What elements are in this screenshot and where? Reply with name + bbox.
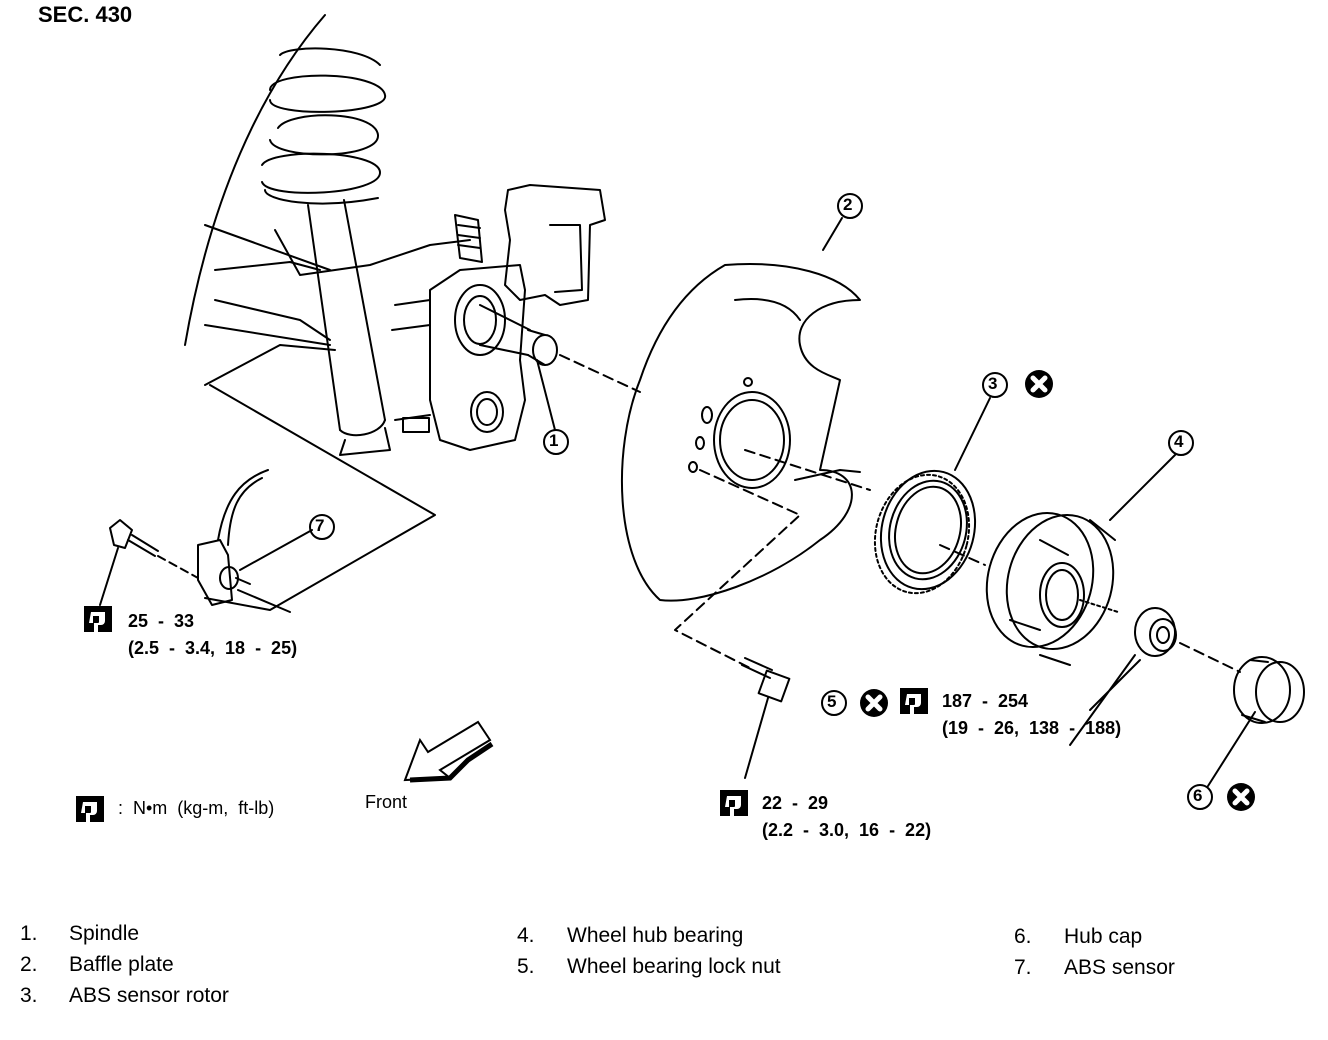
- callout-circle-1: [543, 429, 569, 455]
- torque-baffle-bolt-line1: 22 - 29: [762, 793, 829, 813]
- legend-name: Wheel bearing lock nut: [567, 955, 781, 978]
- section-label: SEC. 430: [38, 2, 133, 27]
- steering-knuckle: [391, 264, 526, 451]
- callout-7: 7: [315, 516, 325, 535]
- front-label: Front: [365, 792, 408, 812]
- legend-name: Hub cap: [1064, 925, 1143, 948]
- legend-num: 2.: [20, 953, 38, 976]
- coil-spring: [261, 47, 386, 205]
- legend-num: 7.: [1014, 956, 1032, 979]
- wheel-hub-bearing: [985, 511, 1116, 666]
- legend-name: Spindle: [69, 922, 140, 945]
- hub-cap: [1233, 656, 1305, 724]
- torque-wrench-icon: [84, 606, 112, 632]
- legend-name: ABS sensor: [1064, 956, 1175, 979]
- fender-outline: [184, 14, 326, 346]
- legend-num: 3.: [20, 984, 38, 1007]
- do-not-reuse-icon: [1025, 370, 1053, 398]
- legend-num: 4.: [517, 924, 535, 947]
- legend-name: ABS sensor rotor: [69, 984, 229, 1007]
- callout-circle-6: [1187, 784, 1213, 810]
- wheel-bearing-lock-nut: [1134, 607, 1177, 657]
- callout-3: 3: [988, 374, 998, 393]
- do-not-reuse-icon: [1227, 783, 1255, 811]
- callout-circle-7: [309, 514, 335, 540]
- callout-circle-5: [821, 690, 847, 716]
- spindle-shaft: [479, 304, 558, 366]
- torque-abs-sensor-line2: (2.5 - 3.4, 18 - 25): [128, 638, 298, 658]
- do-not-reuse-icon: [860, 689, 888, 717]
- brake-caliper: [454, 184, 606, 306]
- callout-2: 2: [843, 195, 853, 214]
- abs-sensor: [197, 539, 251, 606]
- torque-wrench-icon: [900, 688, 928, 714]
- torque-wrench-icon: [76, 796, 104, 822]
- legend-num: 5.: [517, 955, 535, 978]
- front-arrow-icon: [403, 720, 494, 783]
- torque-abs-sensor-line1: 25 - 33: [128, 611, 195, 631]
- baffle-plate-bolt: [741, 657, 791, 703]
- abs-sensor-rotor: [873, 469, 977, 595]
- callout-6: 6: [1193, 786, 1203, 805]
- legend-name: Baffle plate: [69, 953, 174, 976]
- strut: [307, 199, 391, 456]
- callout-circle-2: [837, 193, 863, 219]
- legend-num: 6.: [1014, 925, 1032, 948]
- callout-circle-4: [1168, 430, 1194, 456]
- leader-lines: [99, 217, 1256, 787]
- legend-num: 1.: [20, 922, 38, 945]
- torque-wrench-icon: [720, 790, 748, 816]
- torque-baffle-bolt-line2: (2.2 - 3.0, 16 - 22): [762, 820, 932, 840]
- units-note: : N•m (kg-m, ft-lb): [118, 798, 275, 818]
- torque-lock-nut-line1: 187 - 254: [942, 691, 1029, 711]
- baffle-plate: [620, 263, 861, 602]
- callout-1: 1: [549, 431, 559, 450]
- callout-circle-3: [982, 372, 1008, 398]
- callout-4: 4: [1174, 432, 1184, 451]
- legend-name: Wheel hub bearing: [567, 924, 744, 947]
- abs-sensor-bolt: [109, 519, 159, 557]
- torque-lock-nut-line2: (19 - 26, 138 - 188): [942, 718, 1122, 738]
- callout-5: 5: [827, 692, 837, 711]
